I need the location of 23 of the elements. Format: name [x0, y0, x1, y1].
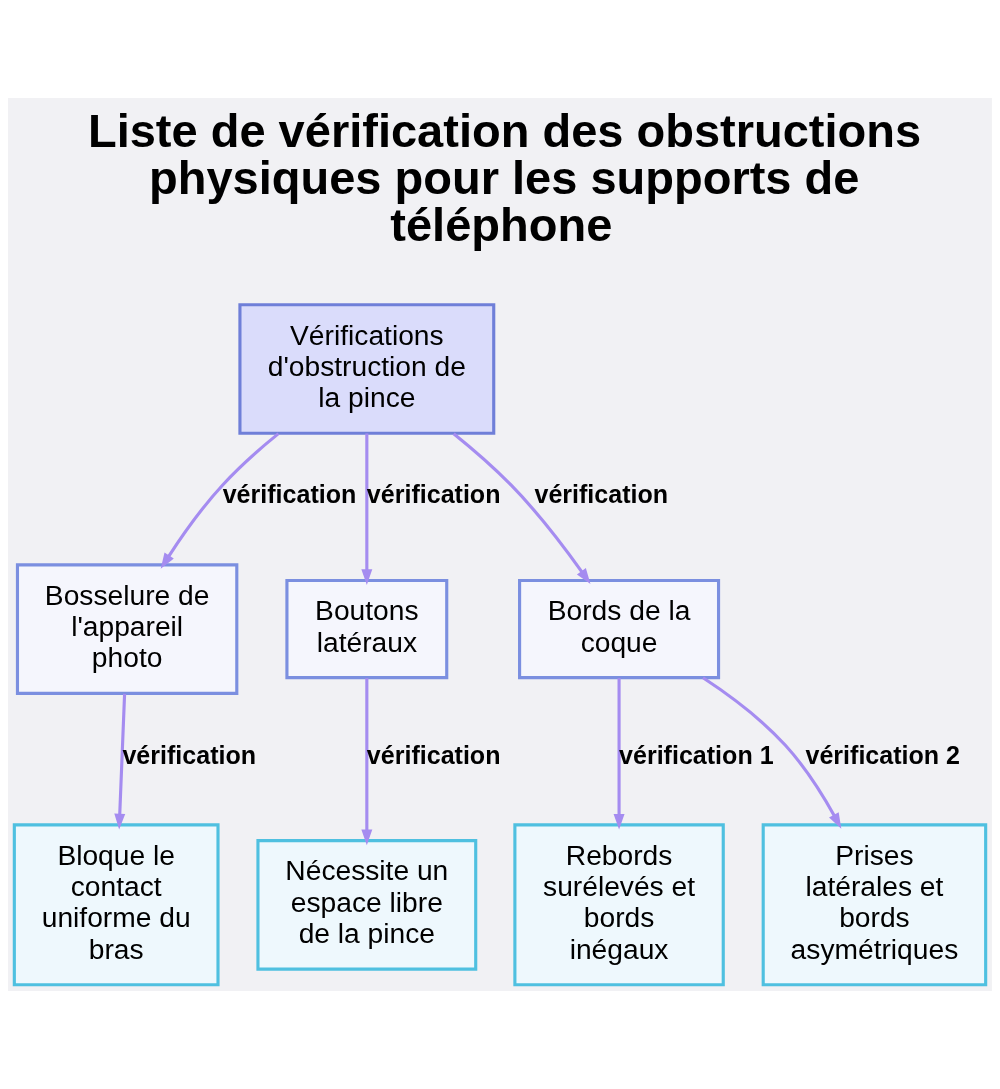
arrow	[114, 693, 127, 830]
node-box: Prises latérales et bords asymétriques	[761, 823, 988, 987]
arrow	[452, 432, 591, 585]
node-box: Bords de la coque	[518, 578, 721, 680]
edge-label: vérification	[366, 740, 501, 769]
arrow	[361, 433, 373, 585]
edge-label: vérification 2	[805, 740, 961, 769]
arrow	[160, 432, 280, 569]
diagram-title: Liste de vérification des obstructions physiques pour les supports de téléphone	[87, 103, 922, 251]
node-box: Vérifications d'obstruction de la pince	[238, 303, 496, 435]
arrow	[613, 678, 625, 830]
edge-label: vérification	[366, 480, 501, 509]
edge-label: vérification	[534, 480, 669, 509]
node-box: Bloque le contact uniforme du bras	[12, 823, 220, 987]
node-box: Nécessite un espace libre de la pince	[256, 839, 478, 971]
edge-label: vérification	[122, 740, 257, 769]
node-box: Bosselure de l'appareil photo	[15, 563, 239, 695]
arrow	[702, 676, 842, 829]
edge-label: vérification	[222, 480, 357, 509]
node-box: Rebords surélevés et bords inégaux	[513, 823, 725, 987]
edge-label: vérification 1	[619, 740, 774, 769]
arrow	[361, 678, 373, 846]
node-box: Boutons latéraux	[285, 578, 449, 680]
